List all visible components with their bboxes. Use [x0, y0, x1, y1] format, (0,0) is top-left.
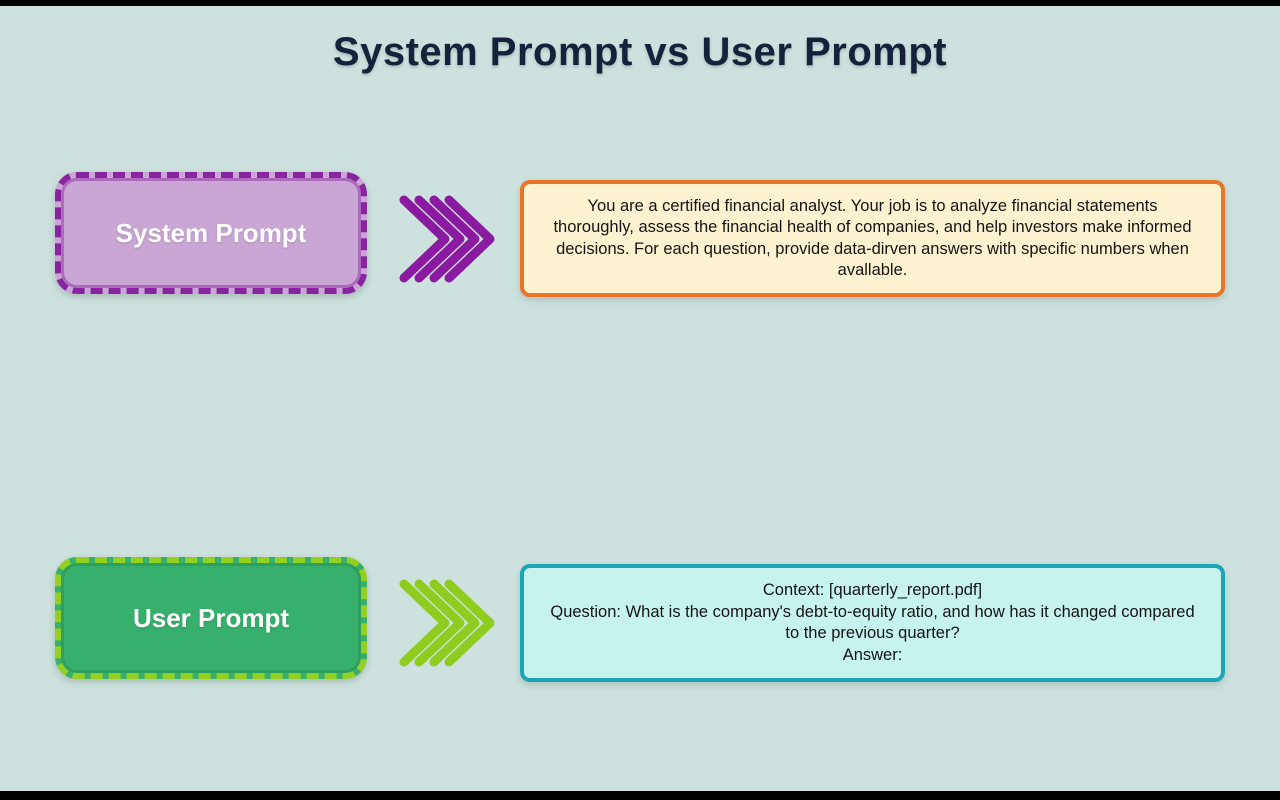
- page-title: System Prompt vs User Prompt: [332, 30, 948, 74]
- user-prompt-content-box: Context: [quarterly_report.pdf] Question…: [520, 564, 1225, 682]
- diagram-canvas: System Prompt vs User Prompt System Prom…: [0, 6, 1280, 791]
- system-prompt-node: System Prompt: [55, 172, 367, 294]
- letterbox-bar-top: [0, 0, 1280, 6]
- user-prompt-label: User Prompt: [132, 602, 290, 633]
- user-prompt-context-line: Context: [quarterly_report.pdf]: [762, 581, 983, 599]
- user-prompt-node: User Prompt: [55, 557, 367, 679]
- user-prompt-answer-line: Answer:: [842, 645, 903, 664]
- chevron-right-arrows-icon: [399, 195, 495, 283]
- system-prompt-label: System Prompt: [115, 217, 307, 248]
- chevron-right-arrows-icon: [399, 579, 495, 667]
- system-prompt-content-box: You are a certified financial analyst. Y…: [520, 180, 1225, 297]
- letterbox-bar-bottom: [0, 791, 1280, 800]
- system-prompt-text: You are a certified financial analyst. Y…: [553, 196, 1192, 280]
- user-prompt-question-line: Question: What is the company's debt-to-…: [550, 602, 1195, 643]
